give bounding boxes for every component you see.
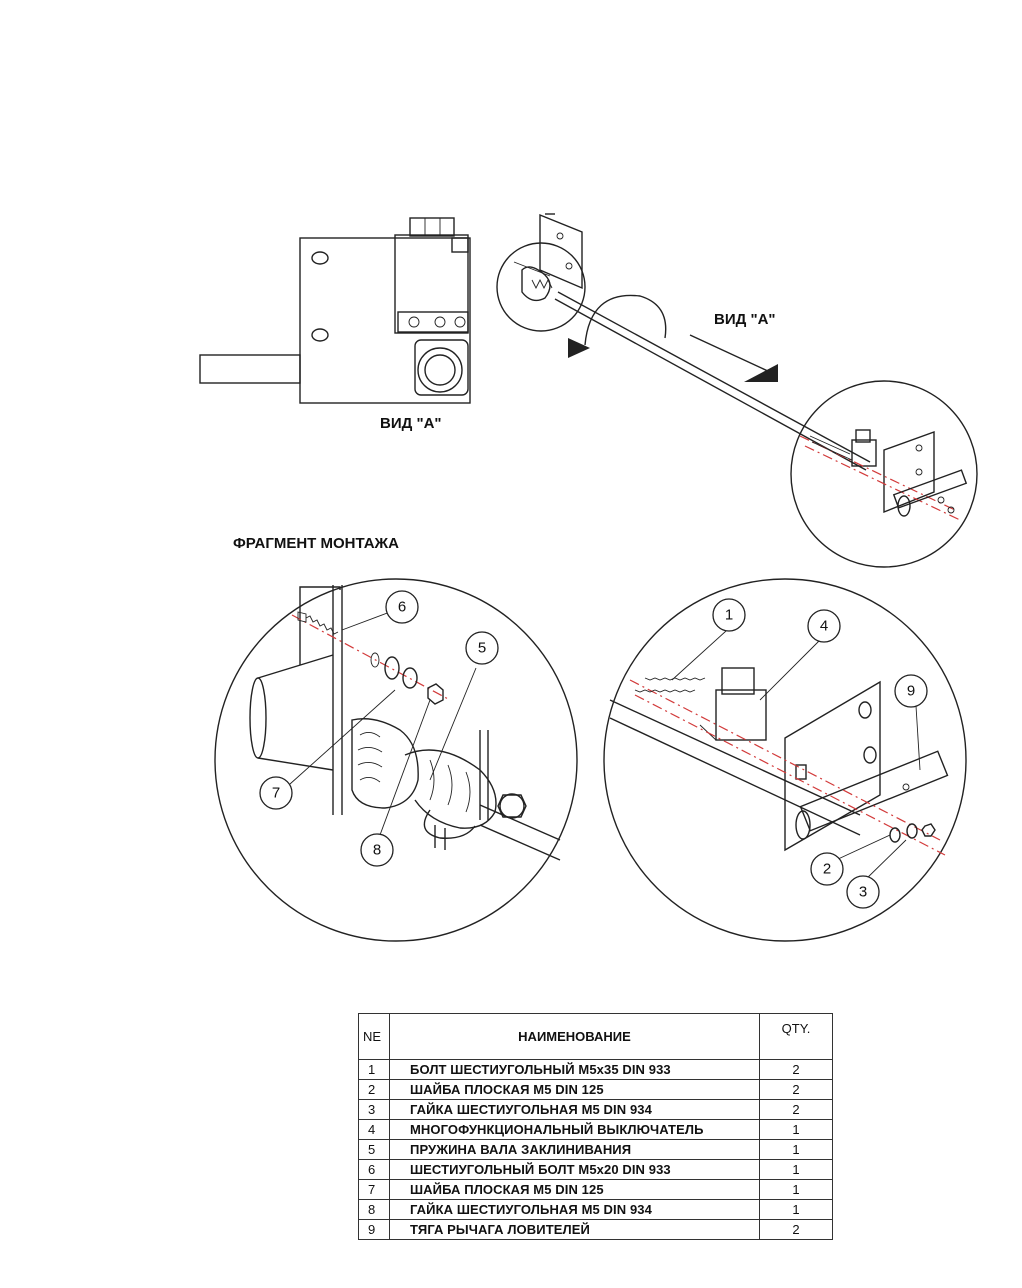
row-no: 4 [358, 1119, 390, 1140]
callout-2: 2 [810, 852, 844, 886]
row-qty: 1 [759, 1179, 833, 1200]
callout-5-label: 5 [478, 640, 486, 657]
callout-6: 6 [385, 590, 419, 624]
row-name: ШЕСТИУГОЛЬНЫЙ БОЛТ М5х20 DIN 933 [389, 1159, 760, 1180]
row-qty: 1 [759, 1159, 833, 1180]
row-no: 7 [358, 1179, 390, 1200]
row-name: ГАЙКА ШЕСТИУГОЛЬНАЯ М5 DIN 934 [389, 1199, 760, 1220]
callout-2-label: 2 [823, 861, 831, 878]
fragment-title: ФРАГМЕНТ МОНТАЖА [233, 535, 399, 552]
row-name: ПРУЖИНА ВАЛА ЗАКЛИНИВАНИЯ [389, 1139, 760, 1160]
detail-right-drawing [603, 578, 967, 942]
row-no: 2 [358, 1079, 390, 1100]
callout-7-label: 7 [272, 785, 280, 802]
row-name: БОЛТ ШЕСТИУГОЛЬНЫЙ М5х35 DIN 933 [389, 1059, 760, 1080]
detail-left-drawing [214, 578, 578, 942]
row-qty: 2 [759, 1219, 833, 1240]
row-no: 9 [358, 1219, 390, 1240]
row-name: ТЯГА РЫЧАГА ЛОВИТЕЛЕЙ [389, 1219, 760, 1240]
row-qty: 1 [759, 1199, 833, 1220]
callout-1: 1 [712, 598, 746, 632]
row-qty: 2 [759, 1079, 833, 1100]
row-no: 1 [358, 1059, 390, 1080]
row-qty: 2 [759, 1099, 833, 1120]
callout-8-label: 8 [373, 842, 381, 859]
callout-9-label: 9 [907, 683, 915, 700]
view-a-caption: ВИД "А" [380, 415, 442, 432]
callout-5: 5 [465, 631, 499, 665]
row-no: 3 [358, 1099, 390, 1120]
row-no: 5 [358, 1139, 390, 1160]
callout-9: 9 [894, 674, 928, 708]
row-qty: 1 [759, 1119, 833, 1140]
callout-6-label: 6 [398, 599, 406, 616]
view-a-arrow-label: ВИД "А" [714, 311, 776, 328]
overview-drawing [496, 213, 978, 568]
row-qty: 2 [759, 1059, 833, 1080]
row-no: 8 [358, 1199, 390, 1220]
row-name: ГАЙКА ШЕСТИУГОЛЬНАЯ М5 DIN 934 [389, 1099, 760, 1120]
col-header-no: NE [358, 1013, 390, 1060]
row-name: ШАЙБА ПЛОСКАЯ М5 DIN 125 [389, 1079, 760, 1100]
row-no: 6 [358, 1159, 390, 1180]
callout-1-label: 1 [725, 607, 733, 624]
callout-7: 7 [259, 776, 293, 810]
callout-8: 8 [360, 833, 394, 867]
callout-4-label: 4 [820, 618, 828, 635]
row-name: ШАЙБА ПЛОСКАЯ М5 DIN 125 [389, 1179, 760, 1200]
view-a-drawing [199, 217, 471, 404]
callout-3: 3 [846, 875, 880, 909]
callout-3-label: 3 [859, 884, 867, 901]
callout-4: 4 [807, 609, 841, 643]
row-qty: 1 [759, 1139, 833, 1160]
row-name: МНОГОФУНКЦИОНАЛЬНЫЙ ВЫКЛЮЧАТЕЛЬ [389, 1119, 760, 1140]
col-header-name: НАИМЕНОВАНИЕ [389, 1013, 760, 1060]
col-header-qty: QTY. [759, 1013, 833, 1060]
parts-table-header: NE НАИМЕНОВАНИЕ QTY. [358, 1013, 833, 1060]
